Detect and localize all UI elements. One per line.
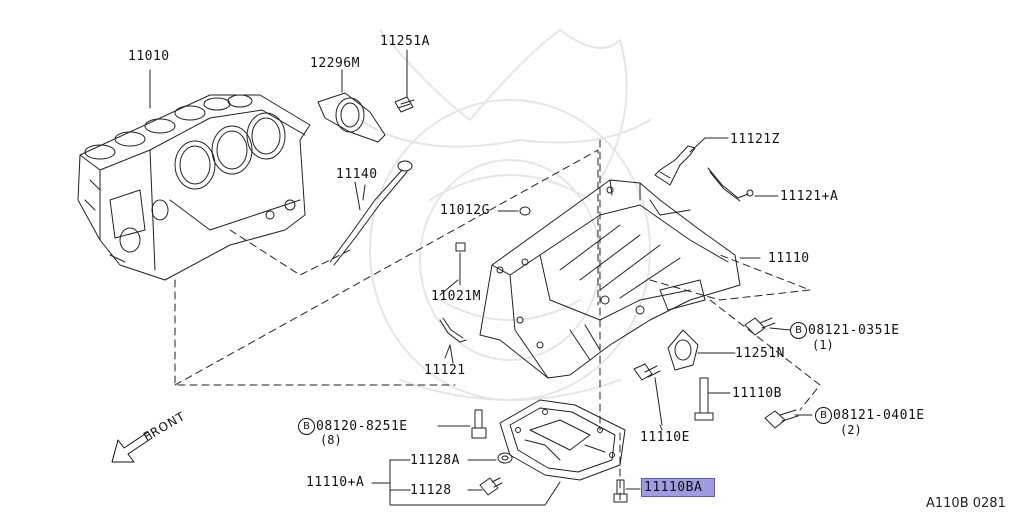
label-11110b: 11110B	[732, 386, 782, 401]
oil-pan-lower-illustration	[500, 400, 625, 480]
diagram-code: A110B 0281	[926, 496, 1006, 511]
bolt-08120-8251e-illustration	[438, 410, 486, 438]
label-11140: 11140	[336, 167, 378, 182]
b-badge-icon: B	[298, 418, 315, 435]
b-badge-icon: B	[790, 322, 807, 339]
drain-plug-11128-illustration	[480, 478, 502, 495]
watermark-emblem	[360, 30, 650, 400]
label-11121: 11121	[424, 363, 466, 378]
bolt-11110ba-illustration	[614, 480, 640, 502]
label-11251n: 11251N	[735, 346, 785, 361]
tube-11121-illustration	[440, 318, 466, 358]
label-11110a: 11110+A	[306, 475, 365, 490]
bolt-11110b-illustration	[695, 378, 730, 420]
qty-08121-0401e: (2)	[840, 423, 862, 437]
label-11251a: 11251A	[380, 34, 430, 49]
label-08121-0351e: 08121-0351E	[808, 323, 900, 338]
label-08120-8251e: 08120-8251E	[316, 419, 408, 434]
gasket-11251n-illustration	[668, 330, 735, 370]
dashed-leaders	[175, 140, 820, 500]
label-12296m: 12296M	[310, 56, 360, 71]
washer-11128a-illustration	[498, 453, 512, 463]
qty-08121-0351e: (1)	[812, 338, 834, 352]
label-11121a: 11121+A	[780, 189, 839, 204]
label-leaders	[150, 70, 760, 505]
bolt-08121-0351e-illustration	[745, 318, 790, 335]
bolt-08121-0401e-illustration	[765, 410, 812, 428]
label-11110ba-highlighted[interactable]: 11110BA	[641, 478, 715, 497]
plug-11012g-illustration	[498, 207, 530, 215]
label-11012g: 11012G	[440, 203, 490, 218]
label-11110e: 11110E	[640, 430, 690, 445]
orifice-11021m-illustration	[456, 243, 465, 285]
qty-08120-8251e: (8)	[320, 433, 342, 447]
front-arrow	[112, 432, 152, 462]
label-11128a: 11128A	[410, 453, 460, 468]
label-11021m: 11021M	[431, 289, 481, 304]
bolt-11251a-illustration	[395, 50, 414, 112]
label-11128: 11128	[410, 483, 452, 498]
label-11110: 11110	[768, 251, 810, 266]
oil-pan-upper-illustration	[480, 180, 740, 378]
label-08121-0401e: 08121-0401E	[833, 408, 925, 423]
bracket-11121a-illustration	[708, 168, 778, 201]
dipstick-illustration	[330, 161, 412, 265]
label-11121z: 11121Z	[730, 132, 780, 147]
b-badge-icon: B	[815, 407, 832, 424]
label-11010: 11010	[128, 49, 170, 64]
rear-oil-seal-illustration	[318, 93, 385, 142]
engine-block-illustration	[78, 95, 310, 280]
bolt-11110e-illustration	[634, 364, 662, 425]
tube-11121z-illustration	[655, 138, 728, 185]
